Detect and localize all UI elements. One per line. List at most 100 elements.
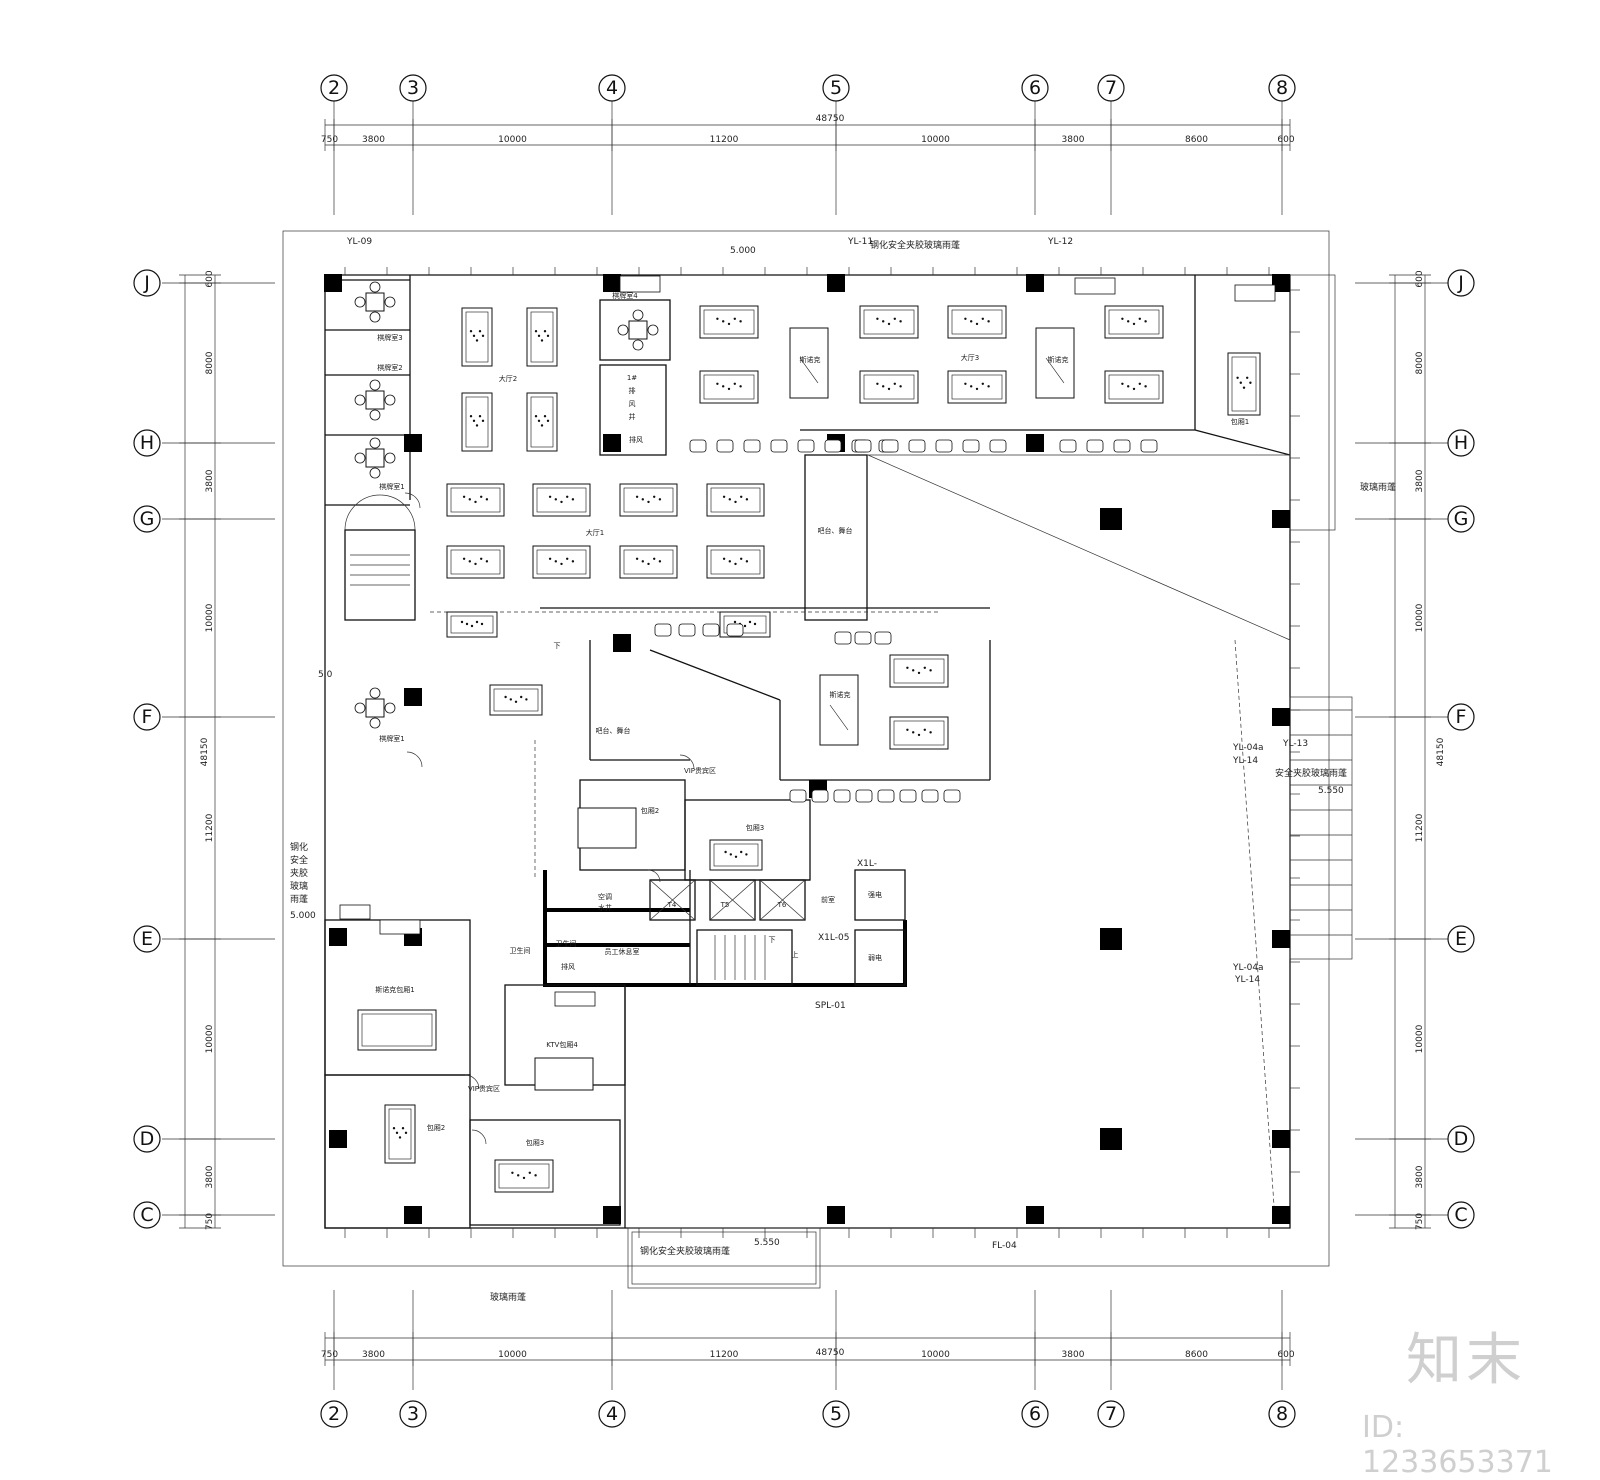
pool-table-17-ball-0 [733, 620, 737, 624]
structural-column-16 [1272, 930, 1290, 948]
lounge-seat-1-1 [881, 439, 899, 453]
pool-table-16-ball-1 [465, 622, 469, 626]
room-bar2: 吧台、舞台 [596, 726, 631, 735]
pool-table-14 [619, 545, 678, 579]
axis-label-J-left: J [143, 272, 150, 294]
structural-column-0 [324, 274, 342, 292]
chess-table-1 [365, 390, 385, 410]
axis-label-C-right: C [1454, 1204, 1467, 1226]
axis-label-D-right: D [1454, 1128, 1469, 1150]
axis-label-3-bottom: 3 [407, 1403, 419, 1425]
dim-seg-y-label-1-5: 10000 [1415, 1024, 1425, 1053]
pool-table-19-felt [893, 720, 945, 746]
axis-bubble-D-right [1447, 1125, 1475, 1153]
pool-table-5-ball-0 [876, 382, 879, 385]
dim-seg-y-label-0-6: 3800 [205, 1165, 215, 1188]
elevation-right: 5.550 [1318, 786, 1344, 796]
tag-spl01: SPL-01 [815, 1001, 846, 1011]
pool-table-3-ball-2 [1132, 322, 1136, 326]
dim-seg-x-label-0-5: 3800 [1062, 135, 1085, 145]
pool-table-20-ball-2 [514, 700, 518, 703]
pool-table-private2 [577, 807, 637, 849]
pool-table-v-2 [461, 392, 493, 452]
pool-table-5-ball-2 [887, 387, 891, 391]
pool-table-v-1-ball-4 [546, 334, 550, 338]
room-chess2: 棋牌室2 [377, 363, 402, 372]
structural-column-17 [1100, 1128, 1122, 1150]
dim-seg-x-label-1-6: 8600 [1185, 1350, 1208, 1360]
pool-table-8-felt [450, 487, 501, 513]
room-weak-electric: 弱电 [868, 953, 882, 962]
dim-seg-y-label-0-5: 10000 [205, 1024, 215, 1053]
pool-table-2-ball-0 [964, 317, 967, 320]
walls [282, 230, 1353, 1289]
structural-column-12 [613, 634, 631, 652]
pool-table-15 [706, 545, 765, 579]
pool-table-2-ball-1 [970, 320, 973, 323]
pool-table-13-ball-0 [548, 557, 552, 560]
pool-table-11-felt [710, 487, 761, 513]
pool-table-10 [619, 483, 678, 517]
pool-table-18-ball-2 [917, 671, 921, 675]
lounge-seat-1-2 [908, 439, 926, 453]
pool-table-v-5-ball-3 [401, 1127, 405, 1130]
structural-column-22 [404, 1206, 422, 1224]
chess-chair-1-3 [369, 409, 381, 421]
pool-table-0 [699, 305, 759, 339]
pool-table-7-ball-3 [1138, 382, 1142, 385]
pool-table-v-2-ball-3 [478, 415, 482, 418]
pool-table-6-ball-1 [970, 385, 973, 388]
pool-table-1-ball-1 [882, 320, 885, 323]
pool-table-9-ball-4 [571, 498, 575, 501]
chess-chair-4-0 [617, 324, 629, 336]
dim-seg-x-label-1-0: 750 [321, 1350, 338, 1360]
sofa-2 [554, 991, 596, 1007]
glass-canopy-right: 玻璃雨蓬 [1360, 481, 1396, 493]
pool-table-19 [889, 716, 949, 750]
axis-bubble-8-bottom [1268, 1400, 1296, 1428]
room-hall1: 大厅1 [586, 528, 604, 537]
lounge-seat-4-2 [874, 631, 892, 645]
pool-table-3-ball-0 [1121, 317, 1124, 320]
axis-bubble-6-top [1021, 74, 1049, 102]
pool-table-1-ball-3 [893, 317, 896, 320]
lounge-seat-5-4 [877, 789, 895, 803]
axis-label-6-top: 6 [1029, 77, 1041, 99]
dim-seg-y-label-1-4: 11200 [1415, 813, 1425, 842]
pool-table-11-ball-3 [740, 495, 743, 498]
structural-column-3 [1026, 274, 1044, 292]
pool-table-3-ball-4 [1144, 320, 1147, 323]
tag-yl12: YL-12 [1047, 237, 1073, 247]
room-vip2: VIP贵宾区 [468, 1084, 500, 1093]
pool-table-1-ball-4 [899, 320, 902, 323]
pool-table-15-ball-0 [722, 557, 726, 560]
pool-table-22-ball-0 [511, 1171, 514, 1175]
chess-chair-4-1 [647, 324, 659, 336]
structural-column-19 [329, 928, 347, 946]
pool-table-9-ball-3 [566, 495, 569, 498]
pool-table-11 [706, 483, 765, 517]
pool-table-4-ball-3 [733, 382, 736, 385]
pool-table-21-ball-3 [740, 850, 743, 854]
dim-seg-x-label-1-7: 600 [1277, 1350, 1294, 1360]
dim-seg-y-label-0-7: 750 [205, 1213, 215, 1230]
pool-table-21 [709, 839, 763, 871]
pool-table-v-2-felt [465, 396, 489, 448]
door-swing-2 [464, 1074, 480, 1090]
pool-table-17-ball-4 [753, 622, 757, 626]
pool-table-6-ball-2 [975, 387, 979, 391]
right-canopy-label: 安全夹胶玻璃雨蓬 [1275, 767, 1347, 779]
structural-column-5 [404, 434, 422, 452]
pool-table-12-ball-1 [468, 560, 471, 563]
door-swing-0 [404, 492, 421, 509]
dimension-lines: 750 3800 10000 11200 10000 3800 8600 600 750 3800… [179, 119, 1431, 1366]
pool-table-20-ball-4 [525, 698, 528, 701]
dim-seg-y-label-1-2: 3800 [1415, 469, 1425, 492]
pool-table-v-0-ball-4 [481, 334, 485, 338]
pool-table-8-ball-1 [468, 498, 471, 501]
lounge-seat-5-0 [789, 789, 807, 803]
pool-table-10-ball-0 [635, 495, 639, 498]
pool-table-12-ball-2 [474, 562, 477, 566]
snooker-cue-2 [829, 704, 849, 731]
lounge-seat-3-1 [678, 623, 696, 637]
